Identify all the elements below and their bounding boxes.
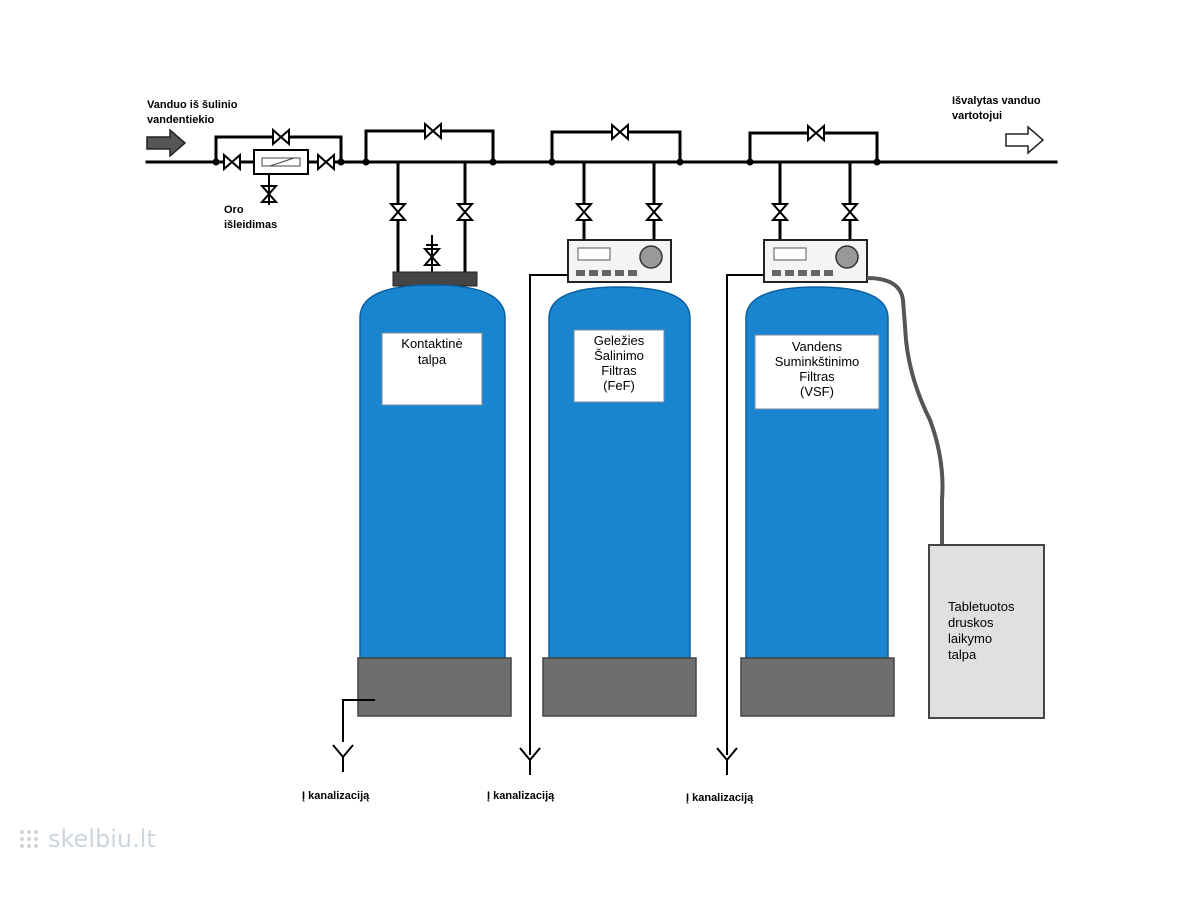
brine-tank-label-1: Tabletuotos — [948, 599, 1015, 614]
drain-icons — [332, 744, 738, 775]
water-softening-filter — [726, 239, 945, 755]
contact-tank-label-1: Kontaktinė — [401, 336, 462, 351]
pipe-junctions — [212, 158, 881, 166]
inlet-label-1: Vanduo iš šulinio — [147, 99, 238, 111]
iron-filter-label-2: Šalinimo — [594, 348, 644, 363]
brine-tank-label-4: talpa — [948, 647, 977, 662]
valve-icons — [223, 121, 860, 266]
iron-filter-label-3: Filtras — [601, 363, 637, 378]
brine-tank — [928, 544, 1045, 719]
watermark: skelbiu.lt — [20, 825, 156, 853]
watermark-text: skelbiu.lt — [48, 825, 156, 853]
iron-filter-label-1: Geležies — [594, 333, 645, 348]
iron-removal-filter — [529, 239, 697, 755]
brine-tank-label-2: druskos — [948, 615, 994, 630]
flow-meter — [253, 149, 309, 175]
iron-filter-label-4: (FeF) — [603, 378, 635, 393]
air-release-label-1: Oro — [224, 204, 244, 216]
air-release-label-2: išleidimas — [224, 219, 277, 231]
brine-tank-label-3: laikymo — [948, 631, 992, 646]
softening-filter-label-4: (VSF) — [800, 384, 834, 399]
softening-filter-label-3: Filtras — [799, 369, 835, 384]
softening-filter-label-1: Vandens — [792, 339, 843, 354]
inlet-arrow-icon — [146, 128, 187, 158]
inlet-label-2: vandentiekio — [147, 114, 215, 126]
contact-tank — [342, 271, 512, 742]
outlet-label-1: Išvalytas vanduo — [952, 95, 1041, 107]
drain-label-3: Į kanalizaciją — [686, 792, 754, 804]
contact-tank-label-2: talpa — [418, 352, 447, 367]
drain-label-1: Į kanalizaciją — [302, 790, 370, 802]
softening-filter-label-2: Suminkštinimo — [775, 354, 860, 369]
outlet-arrow-icon — [1005, 125, 1045, 155]
drain-label-2: Į kanalizaciją — [487, 790, 555, 802]
outlet-label-2: vartotojui — [952, 110, 1002, 122]
